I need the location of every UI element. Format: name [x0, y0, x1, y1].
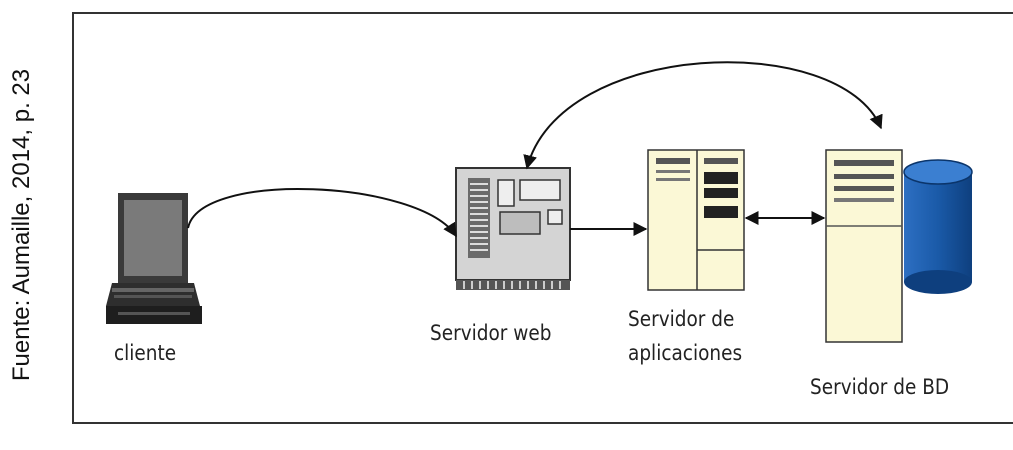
db-server-label: Servidor de BD — [810, 375, 950, 399]
laptop-icon — [106, 193, 202, 324]
client-label: cliente — [114, 341, 177, 365]
client-to-web-arrow — [187, 188, 457, 238]
web-server-icon — [455, 167, 571, 290]
database-icon — [903, 159, 973, 294]
app-server-icon — [647, 149, 745, 291]
db-server-icon — [825, 149, 903, 343]
db-to-web-arrow — [523, 61, 883, 170]
app-server-label-line1: Servidor de — [628, 307, 735, 331]
app-server-label-line2: aplicaciones — [628, 341, 743, 365]
web-server-label: Servidor web — [430, 321, 552, 345]
